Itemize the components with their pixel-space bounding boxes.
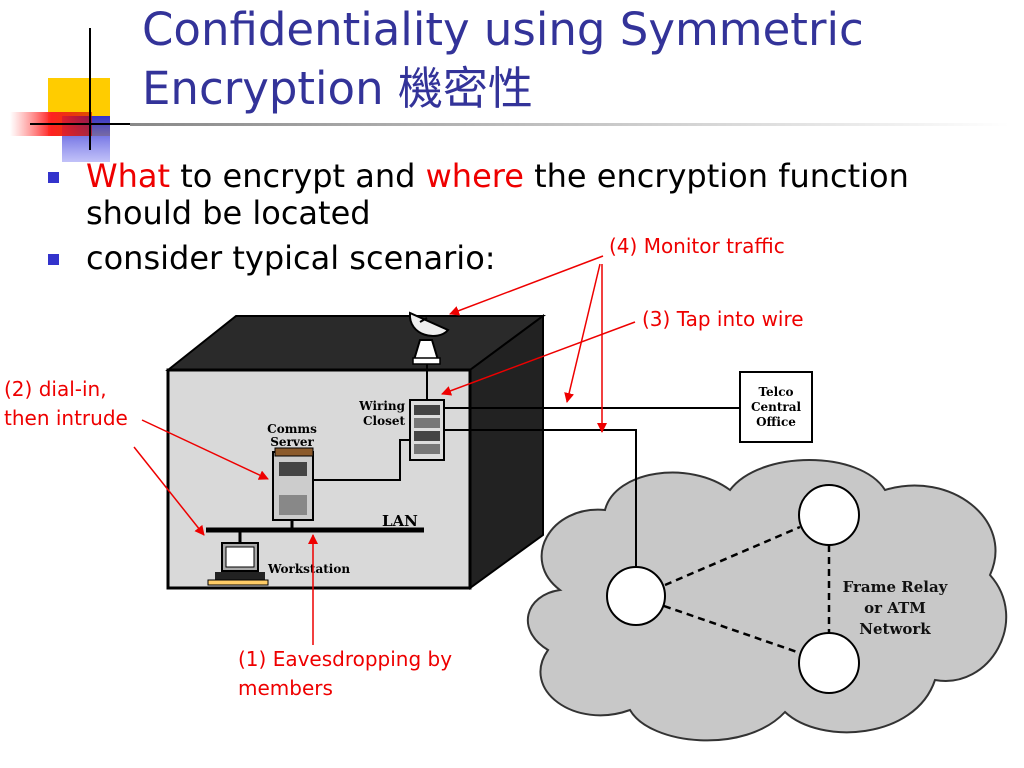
arrow-monitor-to-telco-wire: [564, 263, 601, 403]
telco-central-office-box: [739, 371, 813, 443]
frame-relay-cloud: [526, 459, 1008, 742]
comms-server-label-line2: Server: [270, 435, 314, 449]
arrow-dialin-to-server: [141, 419, 269, 480]
telco-label-line3: Office: [756, 415, 796, 429]
title-underline: [130, 123, 1010, 126]
bullet1-text2: the encryption function should be locate…: [86, 157, 909, 232]
network-label-line2: or ATM: [864, 599, 926, 617]
slide-title: Confidentiality using Symmetric Encrypti…: [142, 0, 1002, 118]
satellite-dish-icon: [408, 311, 450, 338]
cloud-link-left-top: [664, 525, 801, 587]
arrow-dialin-to-lan: [133, 446, 205, 536]
title-line-1: Confidentiality using Symmetric: [142, 3, 864, 56]
what-word: What: [86, 157, 171, 195]
annotation-eavesdropping-line1: (1) Eavesdropping by: [238, 647, 453, 671]
bullet1-text1: to encrypt and: [170, 157, 426, 195]
telco-label-line1: Telco: [758, 385, 793, 399]
bullet-square-icon: [48, 254, 59, 265]
network-label-line3: Network: [859, 620, 931, 638]
title-line-2: Encryption 機密性: [142, 62, 533, 115]
arrow-monitor-to-dish: [449, 255, 604, 316]
bullet-square-icon: [48, 172, 59, 183]
bullet-item-scenario: consider typical scenario:: [48, 240, 1008, 277]
annotation-eavesdropping-line2: members: [238, 676, 333, 700]
annotation-eavesdropping: (1) Eavesdropping by members: [238, 645, 452, 703]
annotation-dial-in: (2) dial-in, then intrude: [4, 375, 128, 433]
annotation-tap-into-wire: (3) Tap into wire: [642, 307, 804, 331]
annotation-monitor-traffic: (4) Monitor traffic: [609, 234, 785, 258]
telco-label-line2: Central: [751, 400, 802, 414]
lan-label: LAN: [382, 512, 418, 530]
server-to-closet-wire: [313, 439, 410, 481]
slide-logo: [10, 28, 140, 162]
bullet-item-what-where: What to encrypt and where the encryption…: [48, 158, 1008, 232]
network-node-top: [798, 484, 860, 546]
annotation-dial-in-line2: then intrude: [4, 406, 128, 430]
workstation-label: Workstation: [267, 562, 350, 576]
wiring-closet-label-line1: Wiring: [358, 399, 405, 413]
network-node-bottom: [798, 632, 860, 694]
comms-server-label-line1: Comms: [267, 422, 317, 436]
bullet2-text: consider typical scenario:: [86, 239, 496, 277]
network-node-left: [606, 566, 666, 626]
wire-to-network: [444, 429, 637, 567]
network-label-line1: Frame Relay: [843, 578, 949, 596]
annotation-dial-in-line1: (2) dial-in,: [4, 377, 107, 401]
where-word: where: [425, 157, 524, 195]
wiring-closet-label-line2: Closet: [363, 414, 406, 428]
arrow-tap-to-closet: [441, 321, 636, 396]
bullet-list: What to encrypt and where the encryption…: [48, 158, 1008, 285]
